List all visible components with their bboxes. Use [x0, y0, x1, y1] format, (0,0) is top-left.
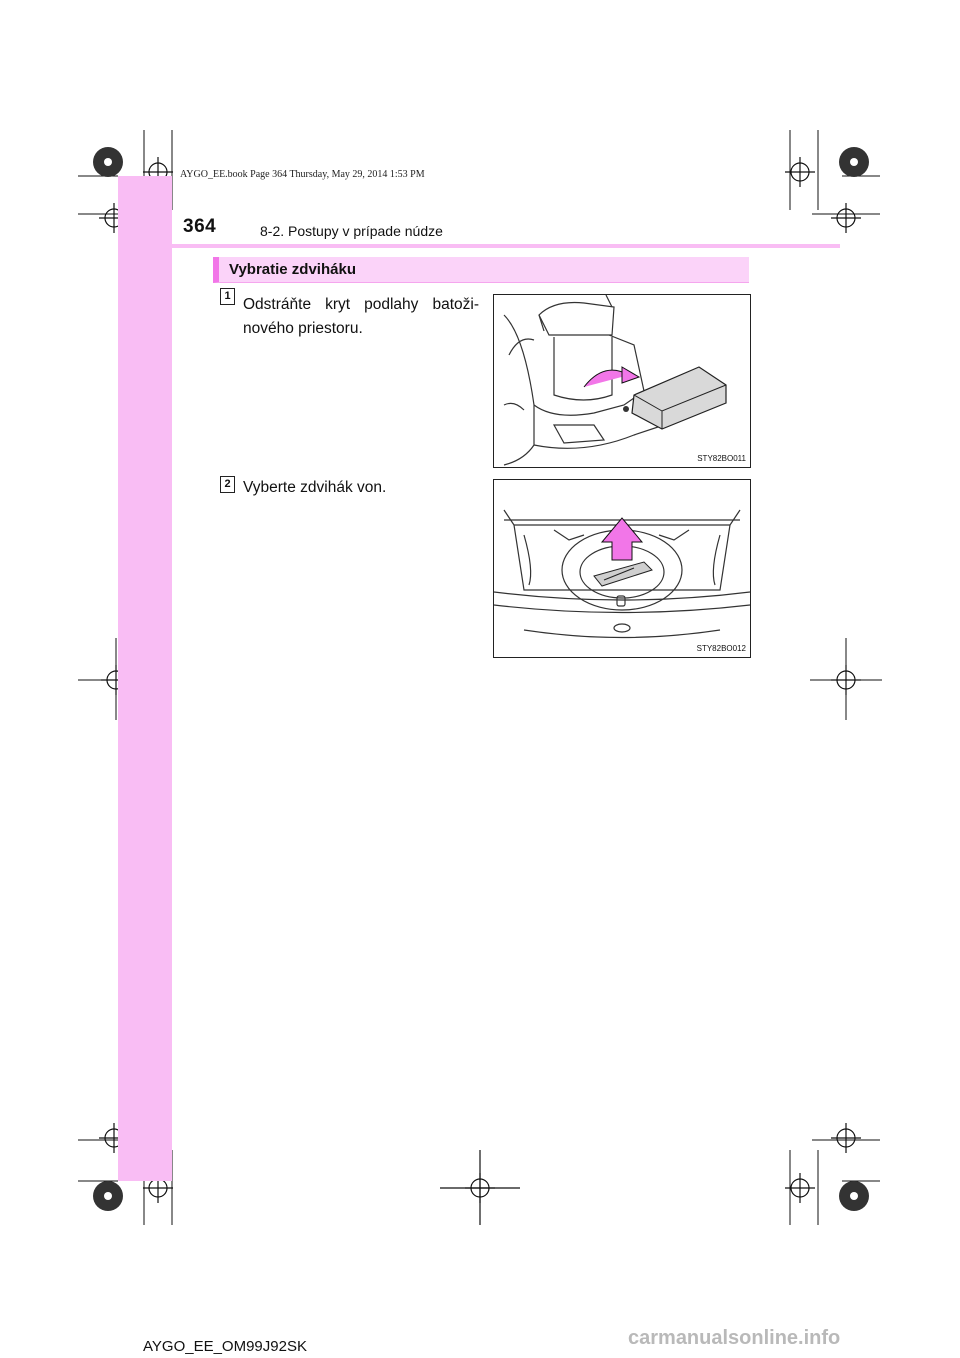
jack-removal-illustration [494, 509, 750, 639]
step-text-1: Odstráňte kryt podlahy batoži-nového pri… [243, 296, 479, 337]
trunk-cover-illustration [503, 295, 727, 466]
section-title: 8-2. Postupy v prípade núdze [260, 223, 443, 239]
step-badge-1: 1 [220, 288, 235, 305]
watermark: carmanualsonline.info [628, 1327, 841, 1349]
figure-jack-removal: STY82BO012 [493, 479, 751, 658]
heading-bar: Vybratie zdviháku [213, 257, 749, 283]
book-info: AYGO_EE.book Page 364 Thursday, May 29, … [180, 169, 425, 180]
page-number: 364 [183, 216, 217, 237]
step-text-2: Vyberte zdvihák von. [243, 479, 387, 496]
side-tab-band [118, 176, 172, 1181]
step-badge-2: 2 [220, 476, 235, 493]
footer-code: AYGO_EE_OM99J92SK [143, 1338, 307, 1355]
figure-trunk-cover: STY82BO011 [493, 294, 751, 468]
figure-code-1: STY82BO011 [697, 454, 746, 463]
header-rule [118, 244, 840, 248]
figure-code-2: STY82BO012 [696, 644, 746, 653]
heading-text: Vybratie zdviháku [229, 261, 356, 278]
